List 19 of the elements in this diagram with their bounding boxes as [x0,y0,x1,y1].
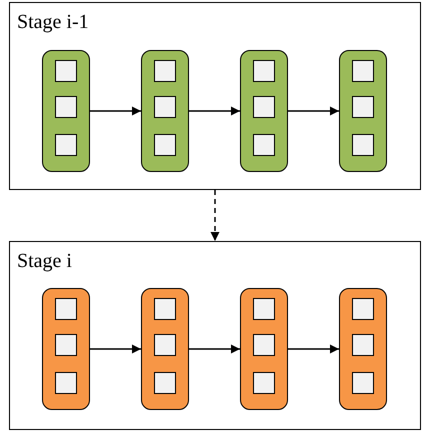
arrow [90,344,141,354]
block-column [338,50,386,172]
block-column [240,50,288,172]
block-column [42,288,90,410]
block-column [338,288,386,410]
block-column [140,50,188,172]
stage-panel [9,2,421,190]
block-column [42,50,90,172]
arrow [288,106,339,116]
stage-panel [9,241,421,430]
arrow [210,190,220,241]
arrow [189,344,240,354]
arrow [90,106,141,116]
arrow [189,106,240,116]
arrow [288,344,339,354]
block-column [240,288,288,410]
stage-title: Stage i-1 [17,11,89,33]
stage-title: Stage i [17,250,72,272]
block-column [140,288,188,410]
